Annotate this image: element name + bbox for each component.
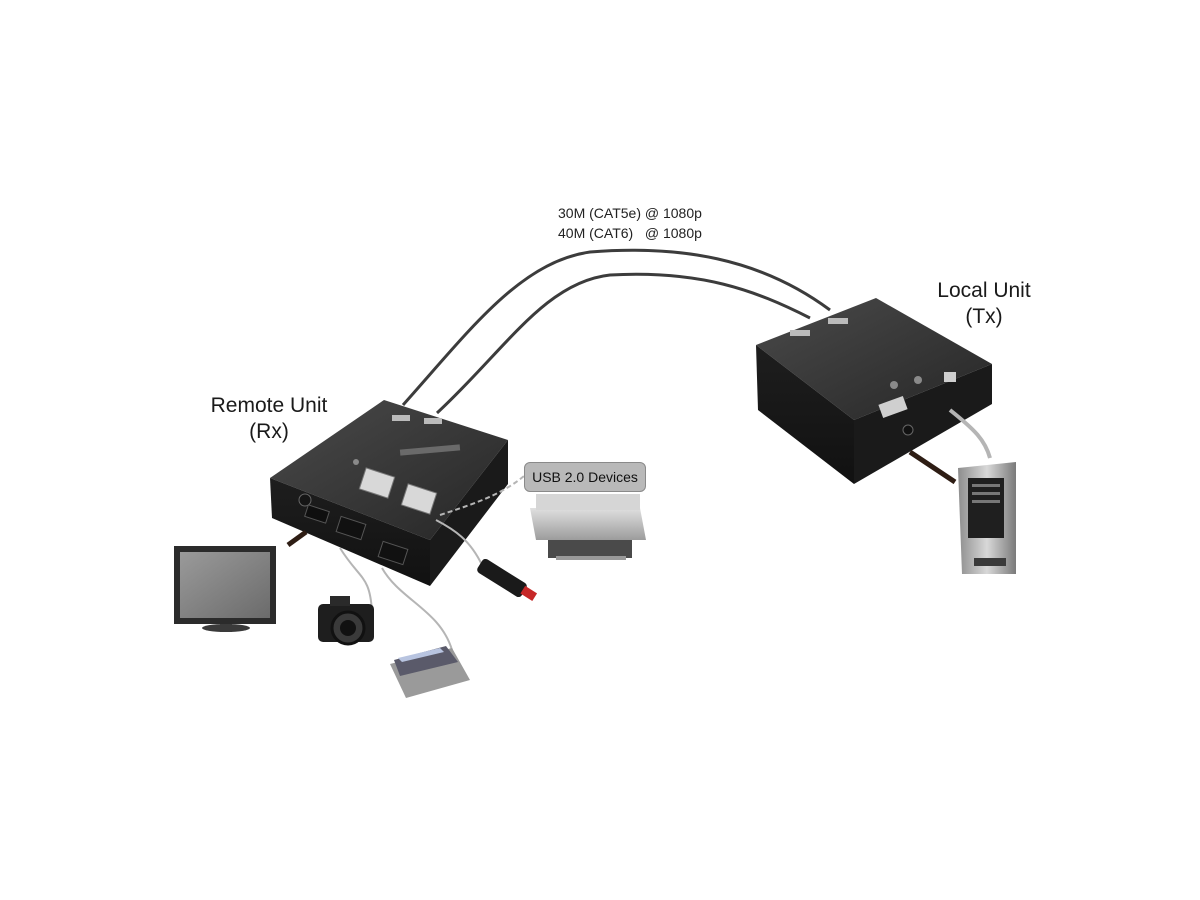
local-unit-subtitle: (Tx) — [965, 305, 1003, 328]
scanner-cable — [381, 567, 453, 651]
camera-cable — [339, 547, 373, 613]
pc-video-cable — [908, 449, 957, 485]
remote-unit-device — [270, 400, 508, 586]
cat-cable-2 — [435, 272, 811, 415]
usb-stick-cable — [435, 519, 483, 566]
remote-unit-label: Remote Unit (Rx) — [196, 393, 342, 445]
local-unit-device — [756, 298, 992, 484]
camera-icon — [318, 596, 374, 646]
monitor-icon — [174, 546, 276, 632]
cat-cable-1 — [401, 248, 831, 406]
printer-cable — [439, 475, 525, 516]
remote-unit-subtitle: (Rx) — [249, 420, 289, 443]
local-unit-label: Local Unit (Tx) — [918, 278, 1050, 330]
scanner-icon — [390, 646, 470, 698]
pc-tower-icon — [958, 462, 1016, 574]
remote-unit-title: Remote Unit — [210, 394, 328, 417]
local-unit-title: Local Unit — [937, 279, 1031, 302]
pc-usb-cable — [948, 408, 992, 459]
monitor-cable — [286, 529, 308, 548]
usb-flash-drive-icon — [477, 558, 538, 601]
cable-spec-line-2: 40M (CAT6) @ 1080p — [558, 225, 702, 241]
cable-spec-line-1: 30M (CAT5e) @ 1080p — [558, 205, 702, 221]
usb-devices-tag: USB 2.0 Devices — [524, 462, 646, 492]
cat-cables — [401, 248, 831, 415]
printer-icon — [530, 494, 646, 560]
